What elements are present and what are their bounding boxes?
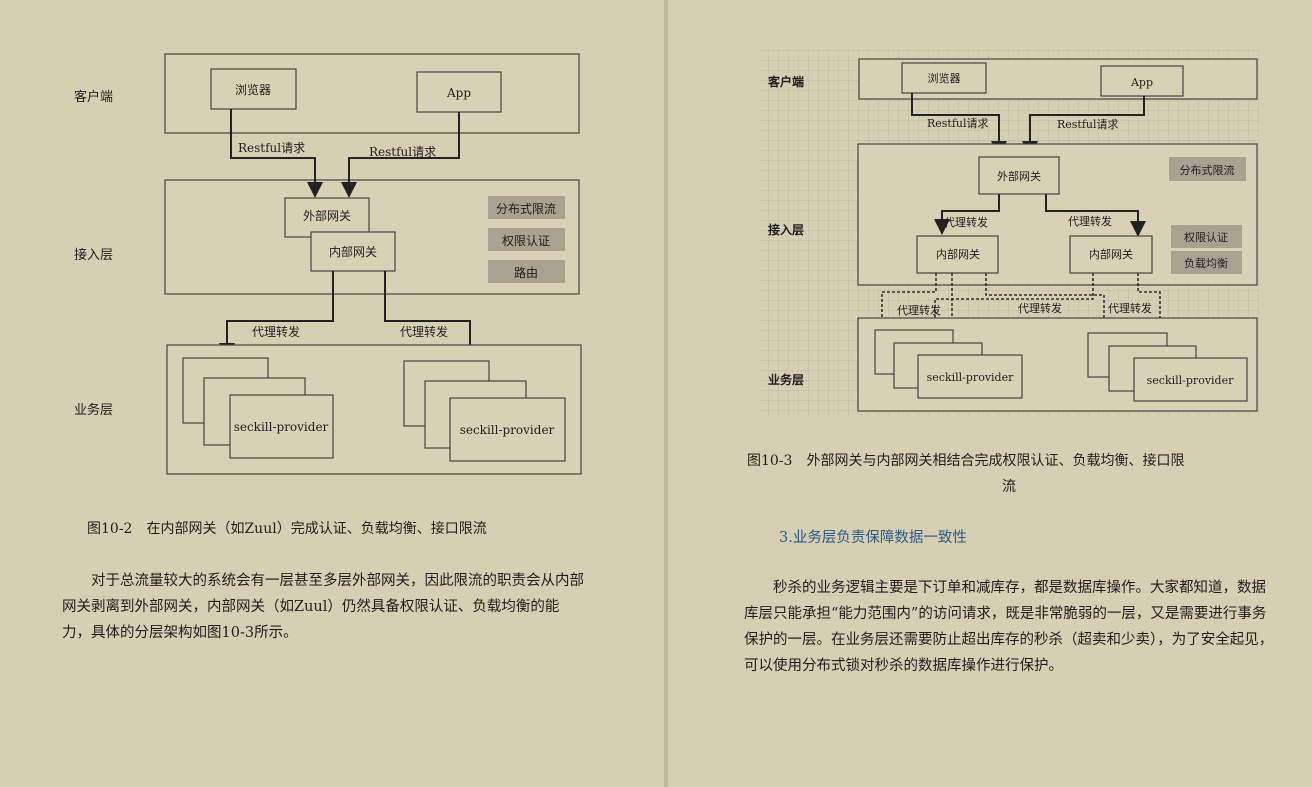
layer-label-client: 客户端 <box>74 89 113 105</box>
feature-routing-label: 路由 <box>514 265 538 280</box>
restful-left-label: Restful请求 <box>927 117 989 130</box>
restful-right-wire <box>341 112 460 198</box>
layer-label-business: 业务层 <box>74 402 113 418</box>
figure-10-2-caption: 图10-2 在内部网关（如Zuul）完成认证、负载均衡、接口限流 <box>87 521 487 537</box>
internal-gateway-left-node <box>916 235 999 274</box>
right-page: 客户端 接入层 业务层 浏览器 App Restful请求 Restful请求 … <box>668 0 1312 787</box>
feature-auth <box>488 228 565 251</box>
provider-right-node <box>1133 357 1248 402</box>
proxy-right-wire <box>384 271 478 362</box>
right-paragraph-text: 秒杀的业务逻辑主要是下订单和减库存，都是数据库操作。大家都知道，数据库层只能承担… <box>744 580 1274 674</box>
provider-right-label: seckill-provider <box>460 423 555 437</box>
feature-rate-limit <box>1169 157 1246 181</box>
feature-rate-limit-label: 分布式限流 <box>1180 163 1235 177</box>
figure-10-3-caption-line2: 流 <box>1002 479 1016 495</box>
feature-rate-limit-label: 分布式限流 <box>496 202 556 216</box>
figure-10-2-diagram: 客户端 接入层 业务层 浏览器 App Restful请求 Restful请求 … <box>74 53 582 475</box>
proxy-bottom-label-3: 代理转发 <box>1108 301 1152 315</box>
left-paragraph-text: 对于总流量较大的系统会有一层甚至多层外部网关，因此限流的职责会从内部网关剥离到外… <box>62 573 584 641</box>
figure-10-3-diagram: 客户端 接入层 业务层 浏览器 App Restful请求 Restful请求 … <box>760 50 1259 416</box>
internal-gateway-label: 内部网关 <box>329 244 377 259</box>
restful-right-label: Restful请求 <box>1057 118 1119 131</box>
proxy-dashed-wire-4 <box>934 273 1094 330</box>
proxy-dashed-wire-1 <box>875 273 937 332</box>
external-gateway-label: 外部网关 <box>303 208 351 223</box>
proxy-top-left-wire <box>934 194 1000 235</box>
provider-right-label: seckill-provider <box>1147 374 1234 387</box>
proxy-left-wire <box>219 271 334 359</box>
proxy-bottom-label-1: 代理转发 <box>897 303 941 317</box>
provider-left-node <box>229 394 334 459</box>
feature-load-balance-label: 负载均衡 <box>1184 256 1228 270</box>
app-label: App <box>1130 76 1153 89</box>
browser-node <box>901 62 987 94</box>
provider-right-node <box>449 397 566 462</box>
internal-gateway-node <box>310 231 396 272</box>
internal-gateway-right-node <box>1069 235 1153 274</box>
app-node <box>1100 65 1184 97</box>
provider-left-node <box>917 354 1023 399</box>
external-gateway-node <box>284 197 370 238</box>
provider-left-label: seckill-provider <box>927 371 1014 384</box>
left-paragraph: 对于总流量较大的系统会有一层甚至多层外部网关，因此限流的职责会从内部网关剥离到外… <box>62 568 586 646</box>
proxy-dashed-wire-5 <box>1137 273 1167 337</box>
proxy-left-label: 代理转发 <box>252 324 300 339</box>
browser-label: 浏览器 <box>235 82 271 97</box>
section-heading: 3.业务层负责保障数据一致性 <box>779 530 967 546</box>
proxy-bottom-label-2: 代理转发 <box>1018 301 1062 315</box>
proxy-dashed-wire-3 <box>985 273 1111 337</box>
page-gutter <box>664 0 668 787</box>
restful-right-wire <box>1022 96 1145 157</box>
feature-routing <box>488 260 565 283</box>
layer-label-access: 接入层 <box>768 222 804 237</box>
feature-auth <box>1171 225 1242 248</box>
feature-load-balance <box>1171 251 1242 274</box>
restful-left-wire <box>230 109 323 198</box>
feature-auth-label: 权限认证 <box>502 234 550 248</box>
provider-left-label: seckill-provider <box>234 420 329 434</box>
browser-label: 浏览器 <box>928 71 961 85</box>
proxy-right-label: 代理转发 <box>400 324 448 339</box>
proxy-top-right-label: 代理转发 <box>1068 214 1112 228</box>
external-gateway-node <box>978 156 1060 195</box>
layer-label-business: 业务层 <box>768 372 804 387</box>
layer-label-client: 客户端 <box>767 74 804 89</box>
restful-left-label: Restful请求 <box>238 141 305 155</box>
proxy-top-right-wire <box>1045 194 1146 237</box>
layer-label-access: 接入层 <box>74 247 113 263</box>
feature-rate-limit <box>488 196 565 219</box>
restful-right-label: Restful请求 <box>369 145 436 159</box>
browser-node <box>210 68 297 110</box>
app-label: App <box>446 86 471 100</box>
right-paragraph: 秒杀的业务逻辑主要是下订单和减库存，都是数据库操作。大家都知道，数据库层只能承担… <box>744 575 1274 679</box>
restful-left-wire <box>911 93 1007 157</box>
external-gateway-label: 外部网关 <box>997 169 1041 183</box>
left-page: 客户端 接入层 业务层 浏览器 App Restful请求 Restful请求 … <box>62 53 586 646</box>
figure-10-3-caption-line1: 图10-3 外部网关与内部网关相结合完成权限认证、负载均衡、接口限 <box>747 453 1185 469</box>
internal-gateway-right-label: 内部网关 <box>1089 247 1133 261</box>
internal-gateway-left-label: 内部网关 <box>936 247 980 261</box>
proxy-top-left-label: 代理转发 <box>944 215 988 229</box>
feature-auth-label: 权限认证 <box>1184 231 1228 244</box>
